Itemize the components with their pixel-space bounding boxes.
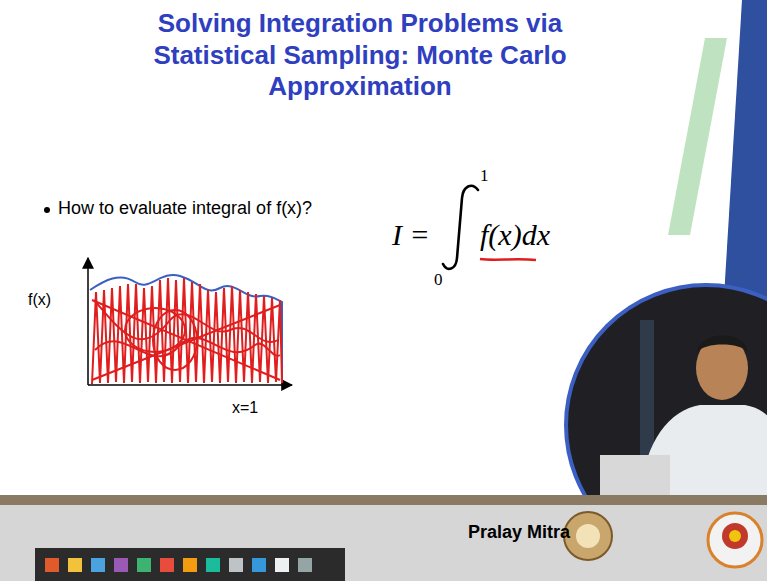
footer-bar	[0, 495, 767, 581]
footer-strip	[0, 495, 767, 505]
toolbar-icons	[45, 558, 312, 572]
ink-underline	[480, 259, 536, 260]
integral-sign	[443, 186, 478, 269]
integral-limit: 0	[434, 270, 443, 290]
y-axis	[87, 258, 89, 385]
x-axis	[88, 384, 292, 386]
integral-limit: 1	[480, 166, 489, 186]
axis-label: x=1	[232, 398, 258, 417]
function-curve	[90, 275, 282, 383]
presenter-video	[566, 285, 767, 495]
bullet-dot	[44, 207, 50, 213]
equation-term: I =	[392, 217, 430, 253]
bullet-text: How to evaluate integral of f(x)?	[58, 198, 312, 220]
slide-title: Solving Integration Problems via Statist…	[105, 8, 615, 103]
presenter-name: Pralay Mitra	[468, 522, 570, 544]
area-scribble	[92, 278, 282, 384]
decor-stripe	[668, 38, 727, 235]
nptel-logo	[708, 513, 762, 567]
equation-term: f(x)dx	[480, 217, 550, 253]
axis-label: f(x)	[28, 290, 51, 309]
institute-logo	[564, 512, 612, 560]
toolbar	[35, 548, 345, 581]
